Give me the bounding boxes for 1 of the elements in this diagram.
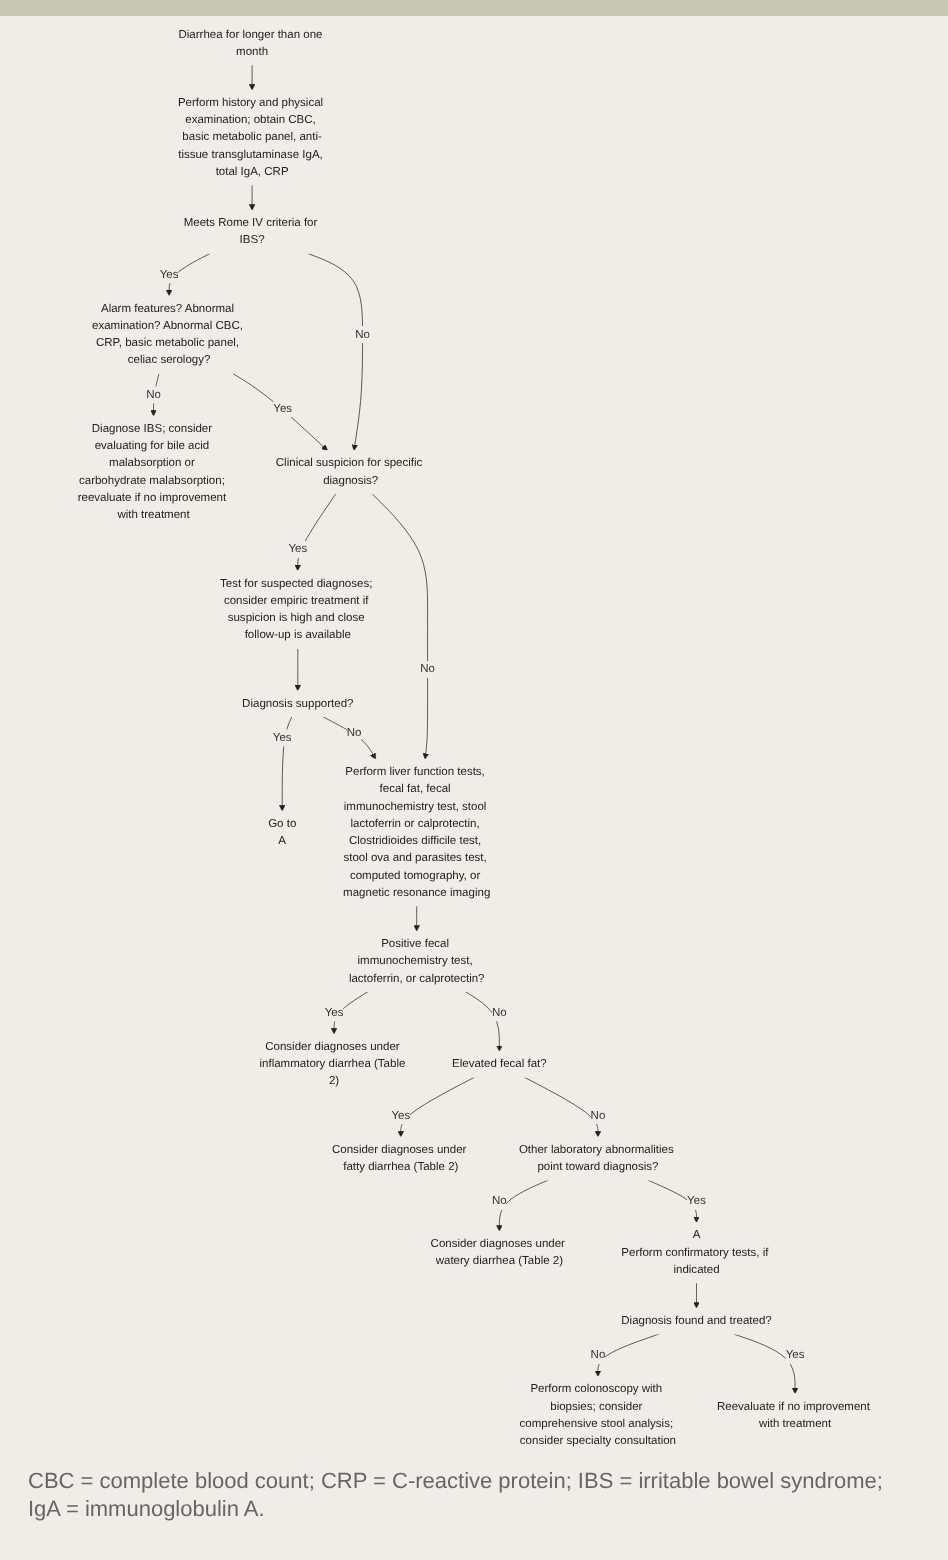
caption: CBC = complete blood count; CRP = C-reactive protein; IBS = irritable bowel syndrome; IgA = immunoglobulin A.	[26, 1468, 885, 1527]
